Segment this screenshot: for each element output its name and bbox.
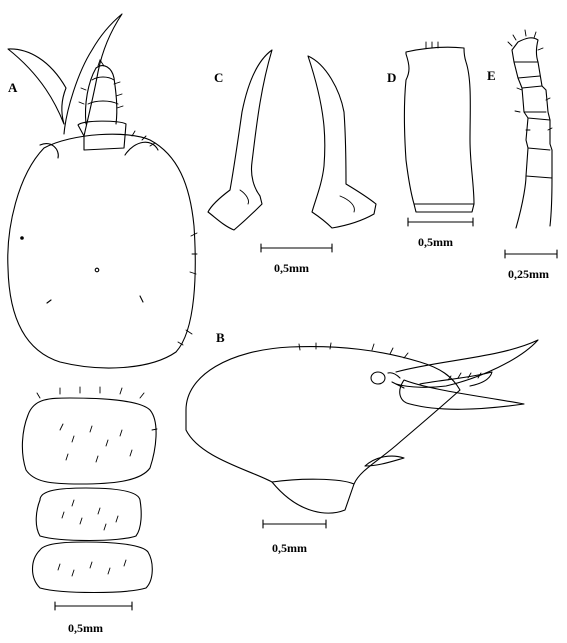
palp-segment-2 (87, 100, 119, 105)
panel-a: A (7, 13, 198, 635)
panel-d-letter: D (387, 70, 396, 85)
tergite-setae (36, 386, 158, 577)
eye (370, 371, 386, 385)
left-mandible (63, 13, 123, 137)
panel-e: E 0,25mm (487, 29, 558, 281)
antenna-setae (507, 29, 553, 131)
panel-a-letter: A (8, 80, 18, 95)
pronotum (21, 397, 157, 485)
mandible-right (307, 55, 377, 229)
antennal-socket (387, 372, 405, 389)
panel-c-letter: C (214, 70, 223, 85)
panel-e-letter: E (487, 68, 496, 83)
mesonotum (35, 487, 142, 542)
head-capsule (7, 133, 196, 369)
right-gena (124, 141, 159, 156)
antenna-segment-lines (513, 61, 553, 179)
head-pore-left (20, 236, 24, 240)
panel-b-letter: B (216, 330, 225, 345)
palp-process (419, 371, 493, 387)
mandible-left (207, 49, 273, 231)
scale-label-c: 0,5mm (274, 261, 309, 275)
palp-tip (97, 58, 105, 67)
head-setae (78, 81, 198, 346)
lower-mandible (399, 379, 525, 410)
antenna-outline (511, 37, 553, 229)
scale-label-e: 0,25mm (508, 267, 549, 281)
scale-label-a: 0,5mm (68, 621, 103, 635)
labium (77, 120, 127, 151)
head-lateral-outline (185, 346, 461, 514)
maxillary-palp (84, 65, 118, 125)
gula-line (271, 478, 355, 485)
mandible-inner-lines (239, 189, 355, 213)
head-setae-lower (46, 295, 144, 304)
panel-d: D 0,5mm (387, 41, 475, 249)
stipes (364, 455, 405, 467)
left-gena (39, 143, 59, 159)
upper-mandible (395, 339, 539, 388)
palp-segment-1 (91, 76, 115, 81)
panel-c: C 0,5mm (207, 49, 377, 275)
head-lateral-setae (298, 342, 482, 381)
panel-b: B 0,5mm (185, 330, 539, 555)
head-pore-center (94, 267, 100, 273)
scale-label-d: 0,5mm (418, 235, 453, 249)
prementum-setae (425, 41, 439, 49)
prementum (403, 46, 475, 213)
left-antenna-spine (7, 48, 67, 125)
metanotum (31, 541, 153, 594)
scale-label-b: 0,5mm (272, 541, 307, 555)
